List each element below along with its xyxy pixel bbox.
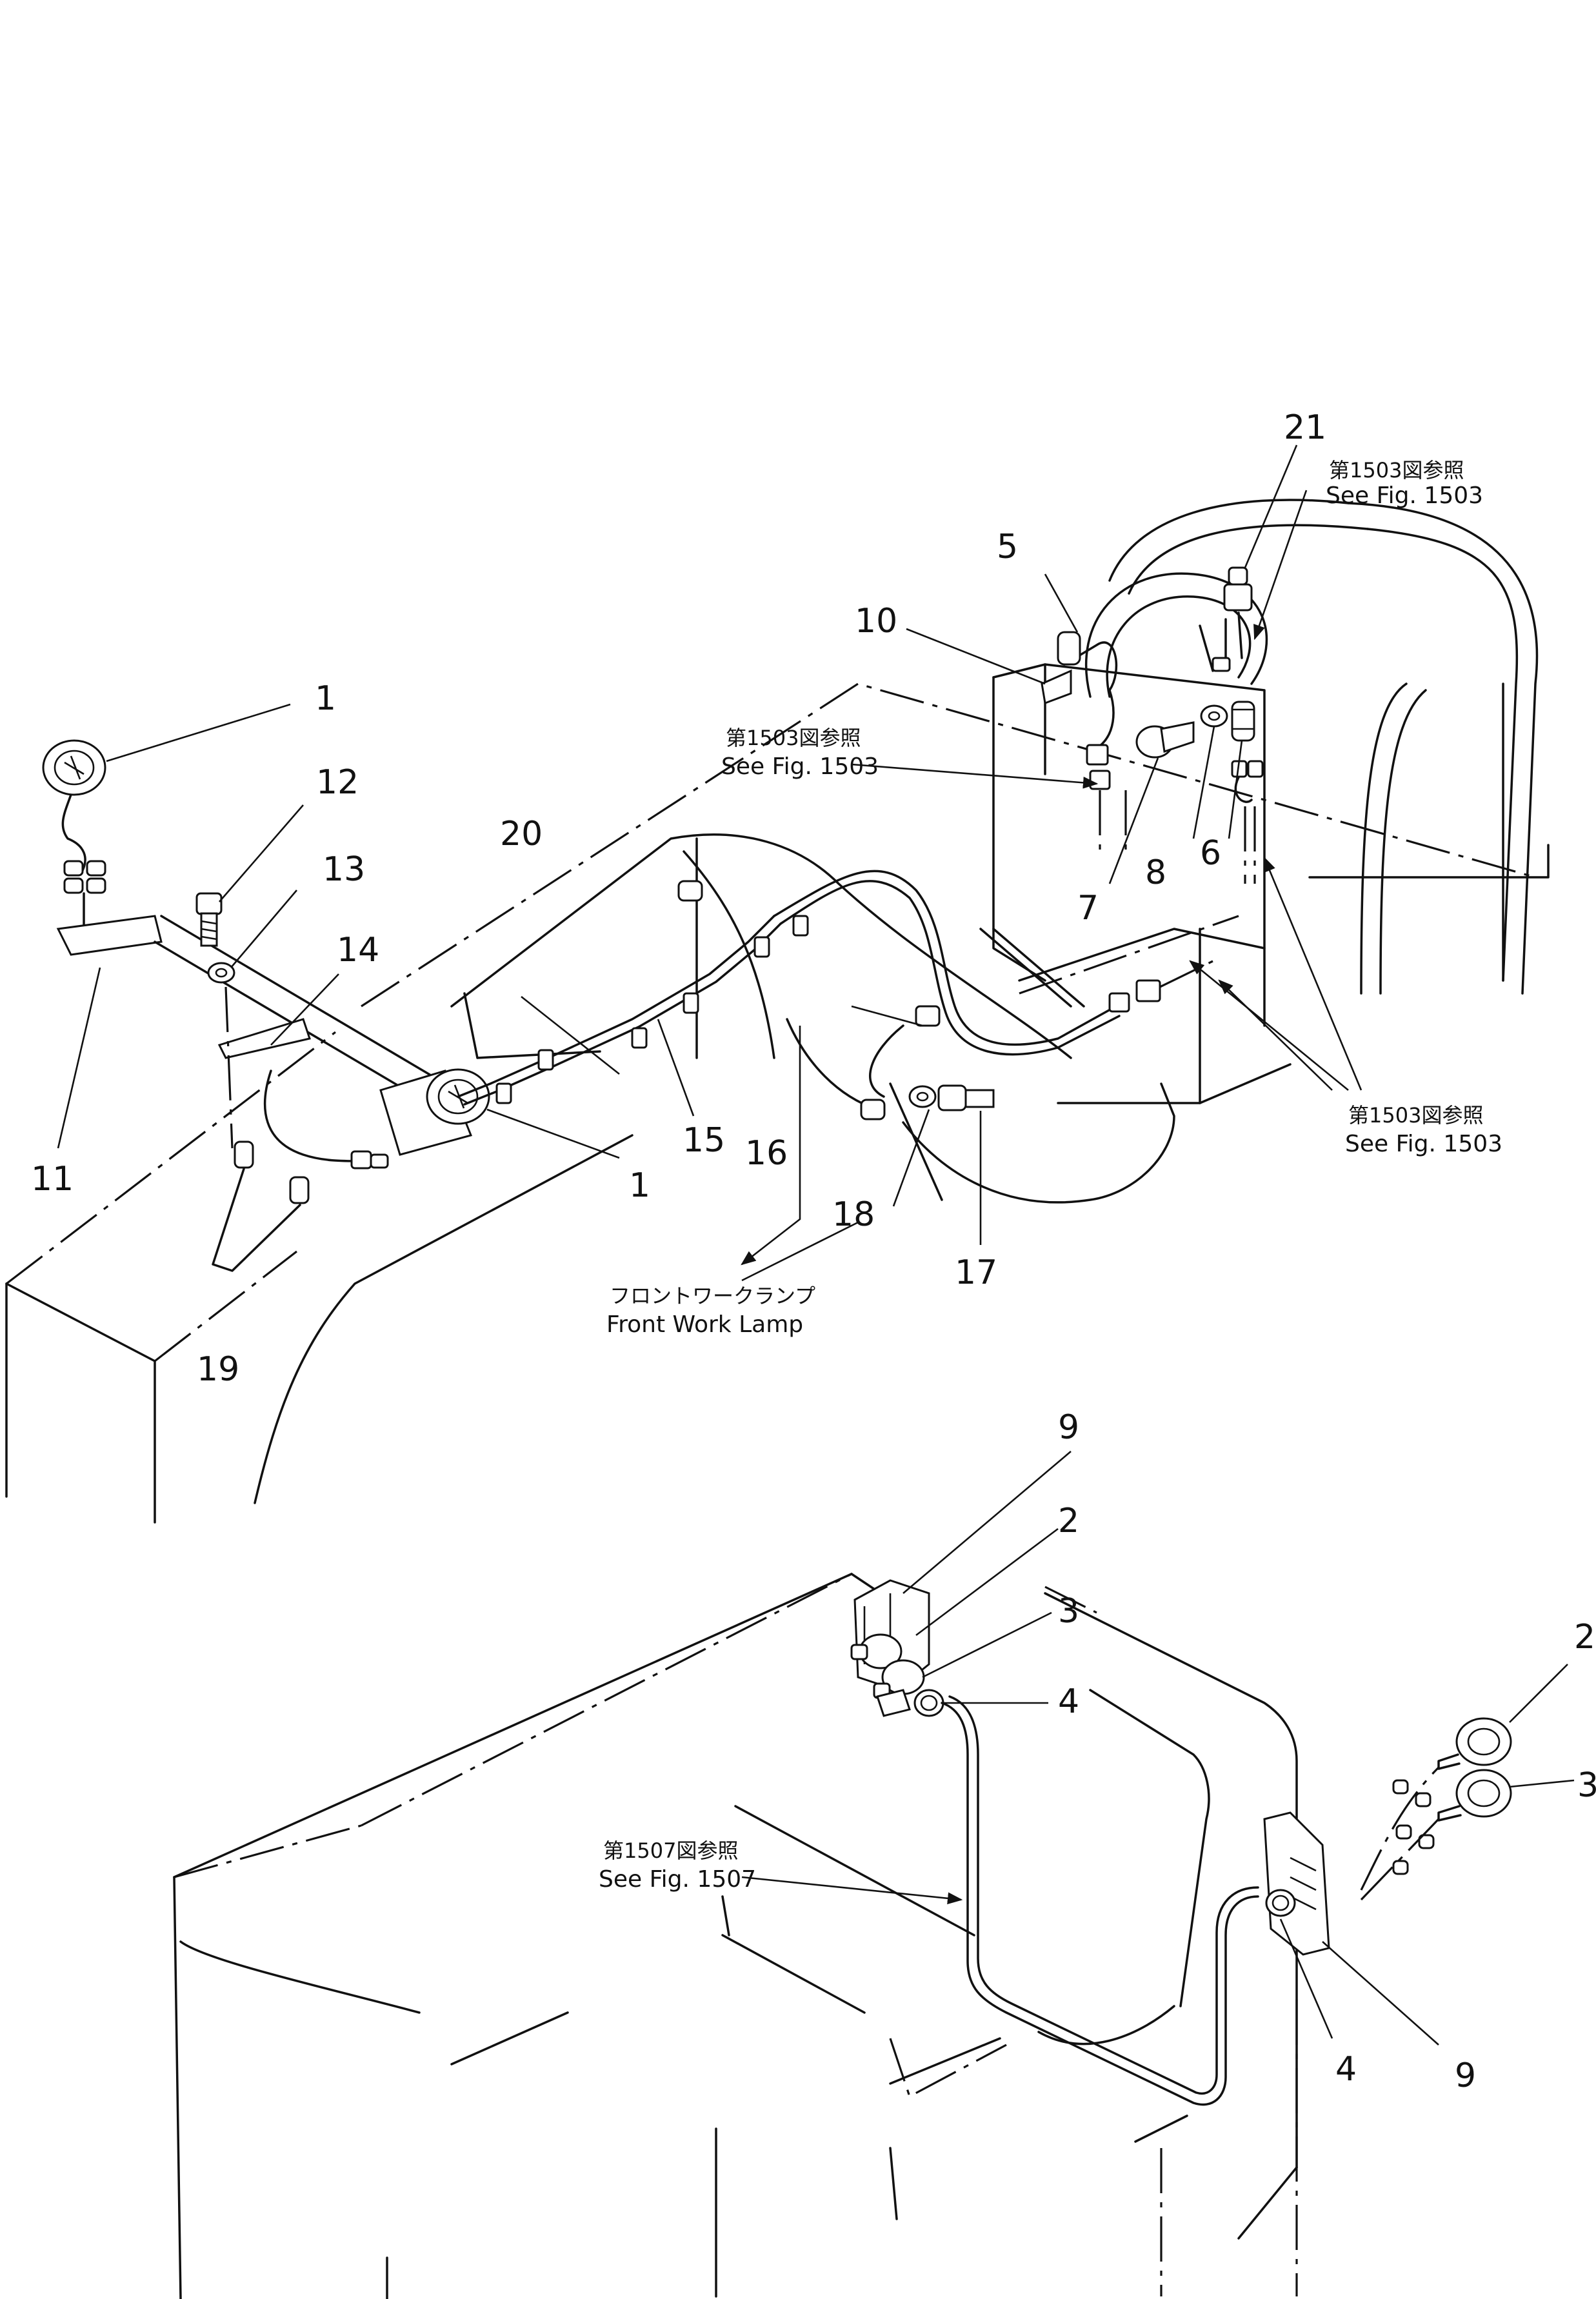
callout-13: 13 bbox=[323, 850, 365, 889]
washer-8 bbox=[1200, 704, 1228, 728]
callout-5: 5 bbox=[997, 528, 1018, 566]
callout-numbers: 1 1 2 2 3 3 4 4 5 6 7 8 9 9 10 11 12 13 … bbox=[31, 408, 1596, 2095]
callout-10: 10 bbox=[855, 602, 897, 641]
lamp-bracket bbox=[56, 915, 163, 956]
callout-16: 16 bbox=[745, 1134, 788, 1173]
callout-2-left: 2 bbox=[1058, 1502, 1079, 1540]
washer-18 bbox=[908, 1085, 937, 1108]
front-work-lamp-en: Front Work Lamp bbox=[606, 1311, 803, 1338]
leader-lines bbox=[57, 444, 1575, 2045]
callout-9-left: 9 bbox=[1058, 1408, 1079, 1447]
callout-1-upper: 1 bbox=[315, 679, 336, 718]
callout-1-lower: 1 bbox=[629, 1166, 650, 1205]
grommet-4-left bbox=[913, 1689, 944, 1717]
front-work-lamp-jp: フロントワークランプ bbox=[610, 1284, 815, 1308]
ref-1503-mid-jp: 第1503図参照 bbox=[726, 726, 861, 750]
callout-21: 21 bbox=[1284, 408, 1326, 447]
grommet-4-right bbox=[1265, 1889, 1296, 1917]
callout-4-left: 4 bbox=[1058, 1682, 1079, 1721]
ref-1503-top-en: See Fig. 1503 bbox=[1326, 483, 1483, 509]
lower-body-outline bbox=[173, 1573, 1298, 2299]
callout-11: 11 bbox=[31, 1160, 74, 1199]
lamp-3-right bbox=[1437, 1769, 1512, 1822]
callout-18: 18 bbox=[832, 1195, 875, 1234]
bolt-7 bbox=[1135, 721, 1195, 759]
ref-1503-top-jp: 第1503図参照 bbox=[1329, 458, 1464, 483]
ref-1507-en: See Fig. 1507 bbox=[599, 1866, 756, 1893]
switch-5 bbox=[1057, 631, 1081, 666]
callout-12: 12 bbox=[316, 763, 359, 802]
label-plate-10 bbox=[1041, 669, 1072, 705]
ref-1503-right-en: See Fig. 1503 bbox=[1345, 1131, 1502, 1157]
callout-2-right: 2 bbox=[1574, 1618, 1595, 1657]
callout-19: 19 bbox=[197, 1350, 239, 1389]
bolt-17 bbox=[937, 1084, 995, 1111]
callout-4-right: 4 bbox=[1335, 2050, 1357, 2089]
upper-wiring bbox=[42, 566, 1264, 1272]
ref-1503-right-jp: 第1503図参照 bbox=[1348, 1103, 1483, 1128]
callout-6: 6 bbox=[1200, 834, 1221, 873]
switch-6 bbox=[1231, 701, 1255, 742]
lamp-2-right bbox=[1437, 1717, 1512, 1770]
callout-3-left: 3 bbox=[1058, 1592, 1079, 1631]
nut-19a bbox=[234, 1140, 254, 1169]
nut-19b bbox=[289, 1176, 310, 1204]
ref-1507-jp: 第1507図参照 bbox=[603, 1838, 738, 1863]
callout-8: 8 bbox=[1145, 853, 1166, 892]
callout-7: 7 bbox=[1077, 889, 1099, 928]
reference-labels: 第1503図参照 See Fig. 1503 第1503図参照 See Fig.… bbox=[599, 458, 1502, 1893]
callout-9-right: 9 bbox=[1455, 2056, 1476, 2095]
lamp-bracket-9-right bbox=[1263, 1811, 1330, 1956]
machine-body-outline bbox=[5, 499, 1550, 1524]
washer-13 bbox=[207, 962, 235, 984]
callout-14: 14 bbox=[337, 931, 379, 970]
callout-15: 15 bbox=[683, 1121, 725, 1160]
lower-wiring bbox=[850, 1579, 1512, 2106]
switch-21 bbox=[1223, 566, 1253, 612]
callout-17: 17 bbox=[955, 1253, 997, 1292]
callout-20: 20 bbox=[500, 815, 543, 853]
ref-1503-mid-en: See Fig. 1503 bbox=[721, 753, 879, 780]
bolt-12 bbox=[195, 892, 223, 947]
callout-3-right: 3 bbox=[1577, 1766, 1596, 1805]
